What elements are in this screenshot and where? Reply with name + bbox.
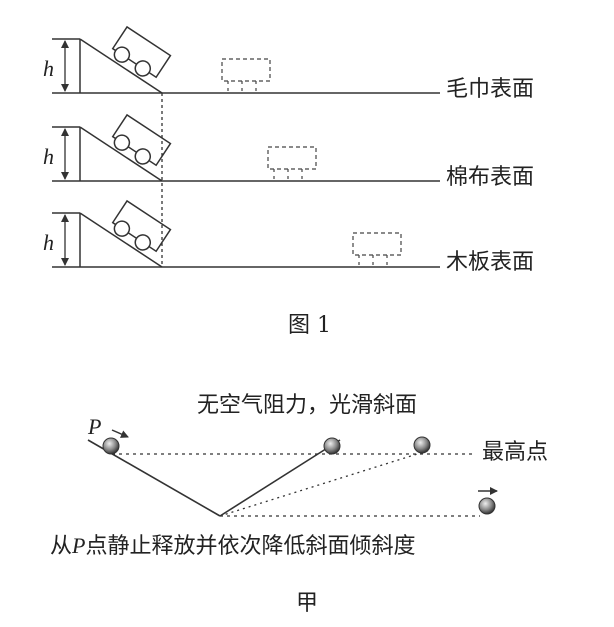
instruction-prefix: 从 bbox=[50, 534, 73, 559]
height-label-1: h bbox=[43, 56, 54, 81]
ramp-wood bbox=[52, 201, 170, 267]
ramp-towel bbox=[52, 27, 170, 93]
figure2-caption: 甲 bbox=[296, 591, 319, 616]
ball-flat bbox=[478, 497, 496, 515]
surface-label-towel: 毛巾表面 bbox=[446, 77, 535, 102]
ball-start bbox=[102, 437, 120, 455]
figure1-caption: 图 1 bbox=[288, 313, 331, 338]
surface-label-wood: 木板表面 bbox=[446, 250, 535, 275]
ramp-cotton bbox=[52, 115, 170, 181]
start-arrow-icon bbox=[111, 429, 129, 438]
stop-position-wood bbox=[352, 232, 402, 268]
right-incline bbox=[219, 439, 341, 517]
condition-text: 无空气阻力，光滑斜面 bbox=[197, 393, 418, 418]
highest-point-label: 最高点 bbox=[482, 440, 549, 465]
stop-position-towel bbox=[221, 58, 271, 94]
instruction-point: P bbox=[72, 533, 86, 558]
instruction-suffix: 点静止释放并依次降低斜面倾斜度 bbox=[85, 534, 416, 559]
height-label-2: h bbox=[43, 144, 54, 169]
ball-steep bbox=[323, 437, 341, 455]
surface-label-cotton: 棉布表面 bbox=[446, 165, 535, 190]
stop-position-cotton bbox=[267, 146, 317, 182]
point-p-label: P bbox=[88, 414, 102, 439]
instruction-text: 从P点静止释放并依次降低斜面倾斜度 bbox=[50, 535, 415, 558]
ball-shallow bbox=[413, 436, 431, 454]
height-label-3: h bbox=[43, 230, 54, 255]
lower-incline-dotted bbox=[219, 449, 431, 517]
